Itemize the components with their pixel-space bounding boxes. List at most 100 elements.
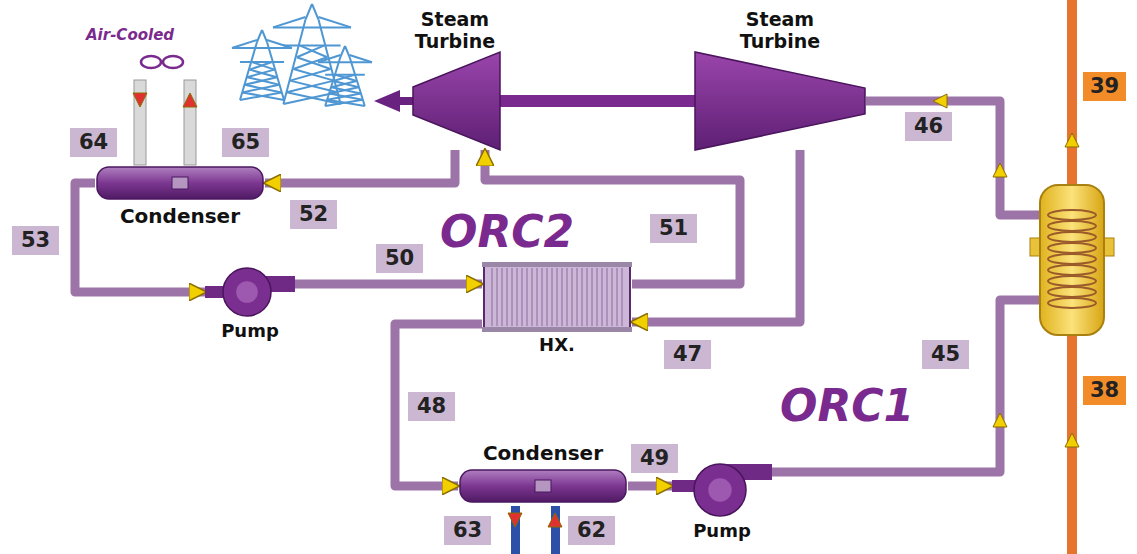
component-outline xyxy=(690,52,870,150)
evaporator-coil xyxy=(1048,276,1096,286)
tower-strut xyxy=(325,100,363,106)
hx-plate xyxy=(507,268,508,326)
component-label: Pump xyxy=(221,318,279,344)
turbine-shape xyxy=(413,52,500,150)
air-duct xyxy=(134,80,146,165)
tower-strut xyxy=(232,40,257,48)
orc1-pipe xyxy=(770,300,1040,472)
condenser-window xyxy=(535,480,551,492)
condenser: Condenser xyxy=(95,163,265,229)
tower-strut xyxy=(318,61,372,63)
flow-arrow xyxy=(993,163,1007,177)
callout-number: 64 xyxy=(70,128,117,157)
hx-frame xyxy=(482,262,632,267)
evaporator-coil xyxy=(1048,232,1096,242)
cycle-label: ORC1 xyxy=(780,380,914,432)
pump-hub xyxy=(708,478,731,501)
tower-strut xyxy=(345,46,350,57)
tower-strut xyxy=(331,81,356,87)
hx-plate xyxy=(602,268,603,326)
hx-plate xyxy=(502,268,503,326)
evaporator-coil xyxy=(1048,298,1096,308)
cycle-label: ORC2 xyxy=(440,206,574,258)
component-label: Steam Turbine xyxy=(730,8,830,52)
component-outline xyxy=(95,163,265,203)
heat-source-arrow xyxy=(1065,433,1079,447)
transmission-tower xyxy=(318,46,372,106)
turbine-shaft xyxy=(495,95,695,107)
hx-plate xyxy=(542,268,543,326)
tower-strut xyxy=(350,55,373,62)
hx-plate xyxy=(527,268,528,326)
heat-exchanger: HX. xyxy=(482,262,632,358)
hx-frame xyxy=(482,327,632,332)
callout-number: 65 xyxy=(222,128,269,157)
hx-plate xyxy=(547,268,548,326)
tower-strut xyxy=(283,45,340,47)
tower-strut xyxy=(232,47,292,49)
evaporator-coil xyxy=(1048,210,1096,220)
condenser-window xyxy=(172,177,188,189)
callout-number: 45 xyxy=(922,340,969,369)
air-duct xyxy=(184,80,196,165)
heat-source-arrow xyxy=(1065,133,1079,147)
tower-strut xyxy=(273,26,351,28)
evaporator-shell xyxy=(1040,185,1104,335)
condenser-shell xyxy=(460,470,626,502)
tower-strut xyxy=(333,75,354,81)
hx-plate xyxy=(562,268,563,326)
transmission-tower xyxy=(232,30,292,100)
tower-strut xyxy=(306,4,313,20)
evaporator-coil xyxy=(1048,254,1096,264)
hx-plate xyxy=(607,268,608,326)
hx-body xyxy=(484,264,630,330)
orc1-pipe xyxy=(866,101,1040,215)
callout-number: 46 xyxy=(905,112,952,141)
flow-pipe xyxy=(628,482,672,491)
pump: Pump xyxy=(205,262,295,344)
power-output-arrow xyxy=(374,90,400,112)
fan-blade xyxy=(141,56,161,68)
tower-strut xyxy=(318,55,341,62)
hx-plate xyxy=(567,268,568,326)
component-label: Condenser xyxy=(483,440,603,466)
turbine-shape xyxy=(695,52,865,150)
flow-pipe xyxy=(295,280,482,289)
hx-plate xyxy=(572,268,573,326)
tower-strut xyxy=(297,46,324,58)
tower-strut xyxy=(273,17,306,27)
hx-plate xyxy=(587,268,588,326)
tower-strut xyxy=(250,62,273,70)
tower-strut xyxy=(329,87,358,93)
note-label: Air-Cooled xyxy=(86,26,174,44)
evaporator-coil xyxy=(1048,243,1096,253)
tower-strut xyxy=(242,85,279,93)
tower-strut xyxy=(245,77,277,85)
callout-number: 48 xyxy=(408,392,455,421)
tower-strut xyxy=(257,30,262,42)
pump: Pump xyxy=(672,458,772,544)
flow-pipe xyxy=(395,324,482,486)
tower-strut xyxy=(290,69,330,81)
callout-number: 50 xyxy=(376,244,423,273)
component-outline xyxy=(458,466,628,506)
tower-strut xyxy=(287,81,334,93)
tower-strut xyxy=(300,46,327,58)
fan-blade xyxy=(163,56,183,68)
tower-strut xyxy=(312,4,319,20)
hx-plate xyxy=(622,268,623,326)
callout-number: 39 xyxy=(1083,72,1126,101)
tower-strut xyxy=(267,40,292,48)
hx-plate xyxy=(517,268,518,326)
component-label: Steam Turbine xyxy=(405,8,505,52)
tower-strut xyxy=(341,46,346,57)
component-label: Condenser xyxy=(120,203,240,229)
hx-plate xyxy=(597,268,598,326)
hx-plate xyxy=(557,268,558,326)
hx-plate xyxy=(617,268,618,326)
callout-number: 51 xyxy=(650,214,697,243)
tower-strut xyxy=(327,94,360,100)
tower-strut xyxy=(325,74,365,76)
component-outline xyxy=(395,52,515,150)
